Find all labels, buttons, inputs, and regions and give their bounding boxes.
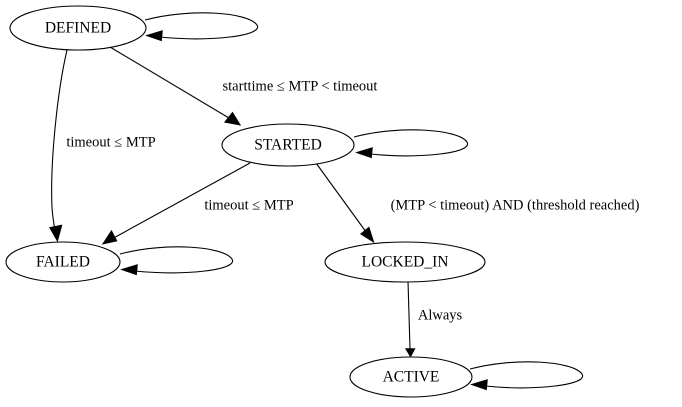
node-started[interactable]: STARTED — [221, 123, 355, 167]
edge-defined-self[interactable] — [144, 12, 258, 42]
node-active-label: ACTIVE — [383, 369, 440, 386]
node-started-ellipse — [221, 123, 355, 167]
edge-started-locked-in-arrowhead — [359, 226, 375, 244]
edge-defined-failed-arrowhead — [49, 224, 63, 243]
edge-defined-started-arrowhead — [223, 111, 242, 126]
edge-locked-in-active-label: Always — [418, 307, 463, 323]
edge-active-self[interactable] — [469, 361, 583, 391]
node-defined-label: DEFINED — [45, 20, 111, 37]
edge-defined-failed-path — [51, 49, 68, 234]
node-failed-label: FAILED — [36, 254, 90, 271]
edge-started-self-arrowhead — [355, 147, 373, 159]
edge-defined-failed-label: timeout ≤ MTP — [66, 134, 155, 150]
edge-started-locked-in-label: (MTP < timeout) AND (threshold reached) — [391, 197, 640, 213]
node-started-label: STARTED — [254, 137, 322, 154]
node-defined[interactable]: DEFINED — [9, 5, 147, 51]
edge-failed-self-path — [119, 246, 233, 274]
edge-defined-self-path — [144, 12, 258, 40]
edge-active-self-path — [469, 361, 583, 389]
node-failed[interactable]: FAILED — [5, 241, 121, 283]
edge-started-self[interactable] — [353, 129, 468, 159]
edge-started-failed-path — [109, 162, 251, 241]
node-locked-in[interactable]: LOCKED_IN — [324, 241, 486, 283]
edge-started-failed[interactable]: timeout ≤ MTP — [101, 162, 294, 245]
edge-locked-in-active-arrowhead — [404, 348, 416, 358]
edge-failed-self[interactable] — [119, 246, 233, 276]
edge-started-locked-in[interactable]: (MTP < timeout) AND (threshold reached) — [315, 162, 640, 244]
node-defined-ellipse — [9, 5, 147, 51]
node-active-ellipse — [349, 356, 473, 398]
edge-started-locked-in-path — [315, 162, 370, 237]
edge-failed-self-arrowhead — [120, 264, 138, 276]
node-locked-in-label: LOCKED_IN — [362, 254, 449, 271]
edge-started-failed-arrowhead — [101, 229, 118, 245]
edge-defined-started-path — [109, 46, 235, 122]
edge-started-self-path — [353, 129, 468, 157]
edge-active-self-arrowhead — [470, 379, 488, 391]
edge-locked-in-active-path — [407, 280, 411, 350]
edge-defined-started-label: starttime ≤ MTP < timeout — [223, 78, 378, 94]
edge-started-failed-label: timeout ≤ MTP — [204, 197, 293, 213]
node-failed-ellipse — [5, 241, 121, 283]
edge-defined-started[interactable]: starttime ≤ MTP < timeout — [109, 46, 378, 126]
edge-defined-self-arrowhead — [145, 30, 163, 42]
node-locked-in-ellipse — [324, 241, 486, 283]
edge-locked-in-active[interactable]: Always — [404, 280, 463, 358]
edge-defined-failed[interactable]: timeout ≤ MTP — [49, 49, 156, 243]
node-active[interactable]: ACTIVE — [349, 356, 473, 398]
